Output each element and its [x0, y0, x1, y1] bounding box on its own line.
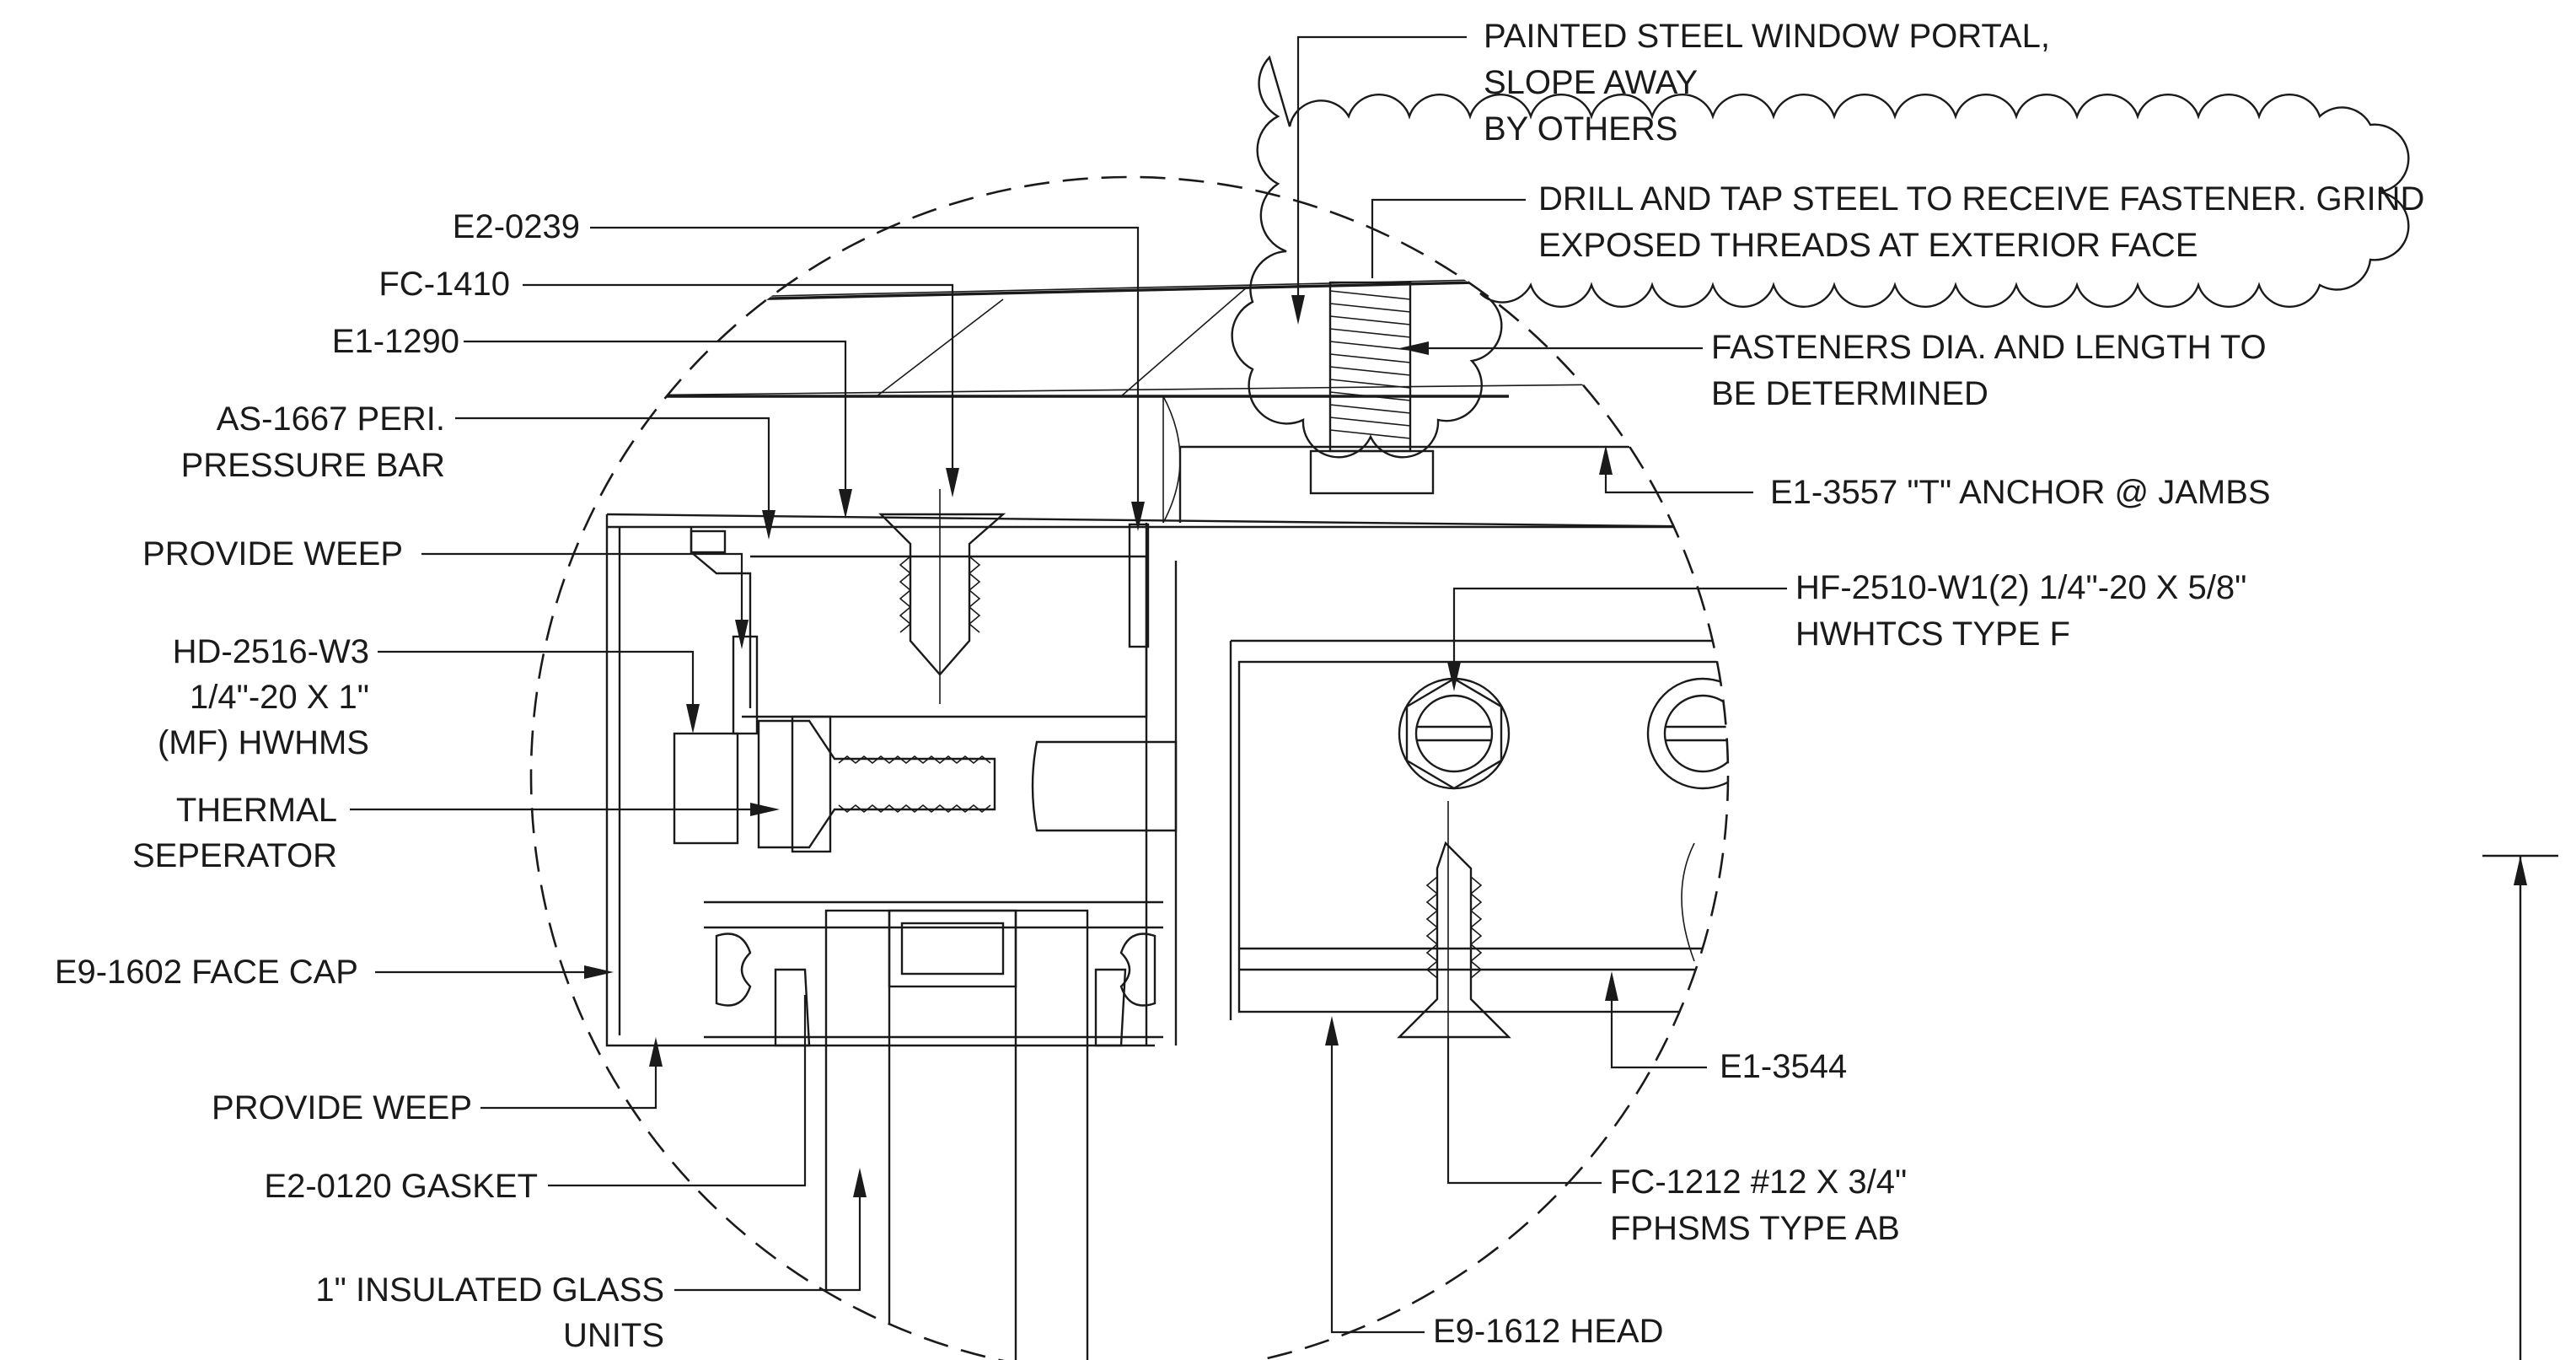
svg-text:FC-1212 #12 X 3/4": FC-1212 #12 X 3/4"	[1610, 1164, 1907, 1201]
svg-text:HD-2516-W3: HD-2516-W3	[173, 633, 369, 670]
callout-hd-2516: HD-2516-W3 1/4"-20 X 1" (MF) HWHMS	[158, 633, 369, 761]
svg-text:FASTENERS DIA. AND LENGTH TO: FASTENERS DIA. AND LENGTH TO	[1711, 329, 2267, 366]
callout-e2-0239: E2-0239	[453, 208, 580, 245]
svg-text:1/4"-20 X 1": 1/4"-20 X 1"	[190, 679, 369, 716]
callout-e2-0120-gasket: E2-0120 GASKET	[264, 1168, 538, 1205]
callout-e1-3544: E1-3544	[1720, 1048, 1847, 1085]
callout-provide-weep-top: PROVIDE WEEP	[142, 535, 403, 572]
svg-text:FPHSMS TYPE AB: FPHSMS TYPE AB	[1610, 1210, 1900, 1247]
callout-t-anchor: E1-3557 "T" ANCHOR @ JAMBS	[1770, 474, 2271, 511]
leader-lines	[350, 35, 1787, 1334]
callout-e1-1290: E1-1290	[332, 323, 459, 360]
section-detail	[539, 277, 1728, 1360]
svg-text:SLOPE AWAY: SLOPE AWAY	[1484, 64, 1698, 101]
svg-text:SEPERATOR: SEPERATOR	[132, 837, 337, 874]
svg-text:DRILL AND TAP STEEL TO RECEIVE: DRILL AND TAP STEEL TO RECEIVE FASTENER.…	[1538, 180, 2424, 218]
svg-text:PAINTED STEEL WINDOW PORTAL,: PAINTED STEEL WINDOW PORTAL,	[1484, 18, 2050, 55]
bolt-threads	[1329, 290, 1411, 439]
svg-text:HF-2510-W1(2) 1/4"-20 X 5/8": HF-2510-W1(2) 1/4"-20 X 5/8"	[1795, 569, 2246, 606]
callout-e9-1602-face-cap: E9-1602 FACE CAP	[55, 954, 358, 991]
svg-text:HWHTCS TYPE F: HWHTCS TYPE F	[1795, 615, 2070, 653]
bolt-head-1	[1398, 677, 1511, 790]
svg-text:AS-1667 PERI.: AS-1667 PERI.	[217, 400, 445, 438]
callout-drill-tap: DRILL AND TAP STEEL TO RECEIVE FASTENER.…	[1538, 180, 2424, 264]
callout-fasteners-dia: FASTENERS DIA. AND LENGTH TO BE DETERMIN…	[1711, 329, 2267, 412]
svg-text:1" INSULATED GLASS: 1" INSULATED GLASS	[315, 1271, 664, 1309]
svg-text:PRESSURE BAR: PRESSURE BAR	[181, 447, 445, 484]
svg-text:(MF) HWHMS: (MF) HWHMS	[158, 724, 369, 761]
svg-text:BY OTHERS: BY OTHERS	[1484, 110, 1677, 148]
callout-painted-steel: PAINTED STEEL WINDOW PORTAL, SLOPE AWAY …	[1484, 18, 2050, 148]
callout-insulated-glass: 1" INSULATED GLASS UNITS	[315, 1271, 664, 1354]
svg-text:EXPOSED THREADS AT EXTERIOR FA: EXPOSED THREADS AT EXTERIOR FACE	[1538, 227, 2198, 264]
svg-text:BE DETERMINED: BE DETERMINED	[1711, 375, 1988, 412]
callout-hf-2510: HF-2510-W1(2) 1/4"-20 X 5/8" HWHTCS TYPE…	[1795, 569, 2246, 653]
callout-provide-weep-bottom: PROVIDE WEEP	[212, 1089, 472, 1126]
callout-thermal-seperator: THERMAL SEPERATOR	[132, 792, 337, 874]
svg-text:UNITS: UNITS	[563, 1317, 664, 1354]
callout-e9-1612-head: E9-1612 HEAD	[1433, 1313, 1663, 1350]
detail-boundary-circle	[529, 175, 1730, 1360]
callout-fc-1410: FC-1410	[378, 266, 510, 303]
svg-text:THERMAL: THERMAL	[176, 792, 337, 829]
callout-fc-1212: FC-1212 #12 X 3/4" FPHSMS TYPE AB	[1610, 1164, 1907, 1247]
callout-as-1667: AS-1667 PERI. PRESSURE BAR	[181, 400, 445, 484]
bolt-head-2	[1646, 677, 1728, 790]
